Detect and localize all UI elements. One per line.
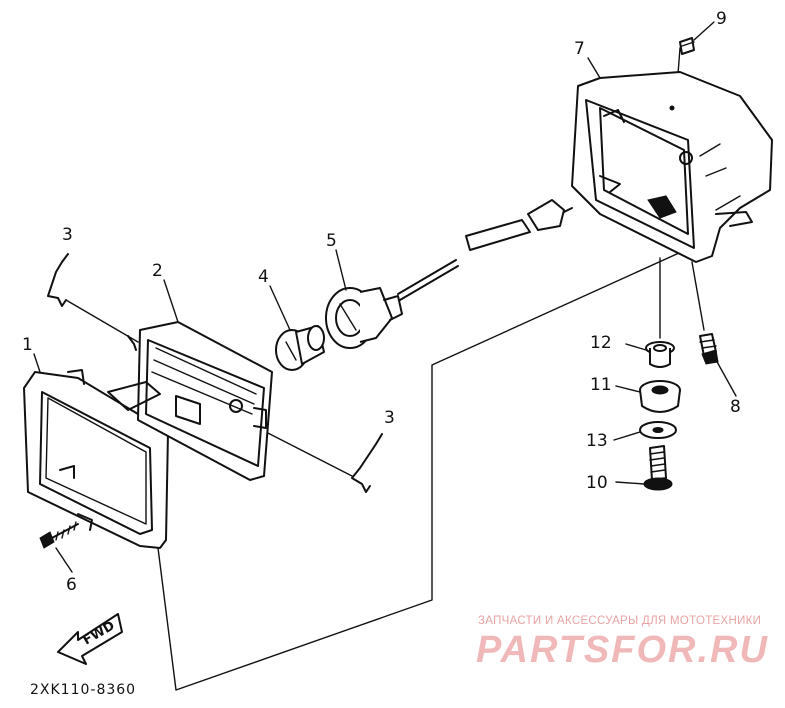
part-11-grommet bbox=[639, 380, 681, 413]
part-3-spring-lower bbox=[351, 433, 383, 493]
assembly-lines bbox=[65, 47, 705, 691]
callout-leaders bbox=[33, 21, 737, 573]
label-part-3-lower: 3 bbox=[384, 408, 395, 428]
label-part-12: 12 bbox=[590, 333, 612, 353]
diagram-code: 2XK110-8360 bbox=[30, 682, 136, 698]
label-part-1: 1 bbox=[22, 335, 33, 355]
wire-harness bbox=[397, 199, 573, 301]
label-part-10: 10 bbox=[586, 473, 608, 493]
label-part-8: 8 bbox=[730, 397, 741, 417]
part-5-socket bbox=[325, 287, 403, 349]
label-part-3-upper: 3 bbox=[62, 225, 73, 245]
label-part-4: 4 bbox=[258, 267, 269, 287]
part-13-washer bbox=[639, 421, 677, 439]
label-part-11: 11 bbox=[590, 375, 612, 395]
part-6-screw bbox=[39, 521, 79, 549]
watermark-tagline: ЗАПЧАСТИ И АКСЕССУАРЫ ДЛЯ МОТОТЕХНИКИ bbox=[478, 615, 761, 627]
label-part-9: 9 bbox=[716, 9, 727, 29]
part-9-screw bbox=[679, 37, 695, 55]
part-7-headlight-housing bbox=[571, 71, 773, 263]
part-4-bulb bbox=[275, 325, 325, 371]
forward-arrow: FWD bbox=[57, 613, 123, 665]
part-10-bolt bbox=[643, 445, 673, 491]
part-2-lens-unit bbox=[107, 321, 273, 481]
callout-labels: 1 2 3 3 4 5 6 7 8 9 10 11 12 13 bbox=[22, 9, 741, 595]
watermark-brand: PARTSFOR.RU bbox=[476, 629, 769, 671]
label-part-7: 7 bbox=[574, 39, 585, 59]
label-part-13: 13 bbox=[586, 431, 608, 451]
label-part-6: 6 bbox=[66, 575, 77, 595]
watermark: ЗАПЧАСТИ И АКСЕССУАРЫ ДЛЯ МОТОТЕХНИКИ PA… bbox=[476, 615, 769, 671]
part-12-collar bbox=[645, 341, 675, 368]
label-part-5: 5 bbox=[326, 231, 337, 251]
part-3-spring-upper bbox=[47, 253, 69, 307]
part-1-headlight-rim bbox=[23, 369, 169, 549]
part-8-bolt bbox=[699, 333, 719, 365]
label-part-2: 2 bbox=[152, 261, 163, 281]
